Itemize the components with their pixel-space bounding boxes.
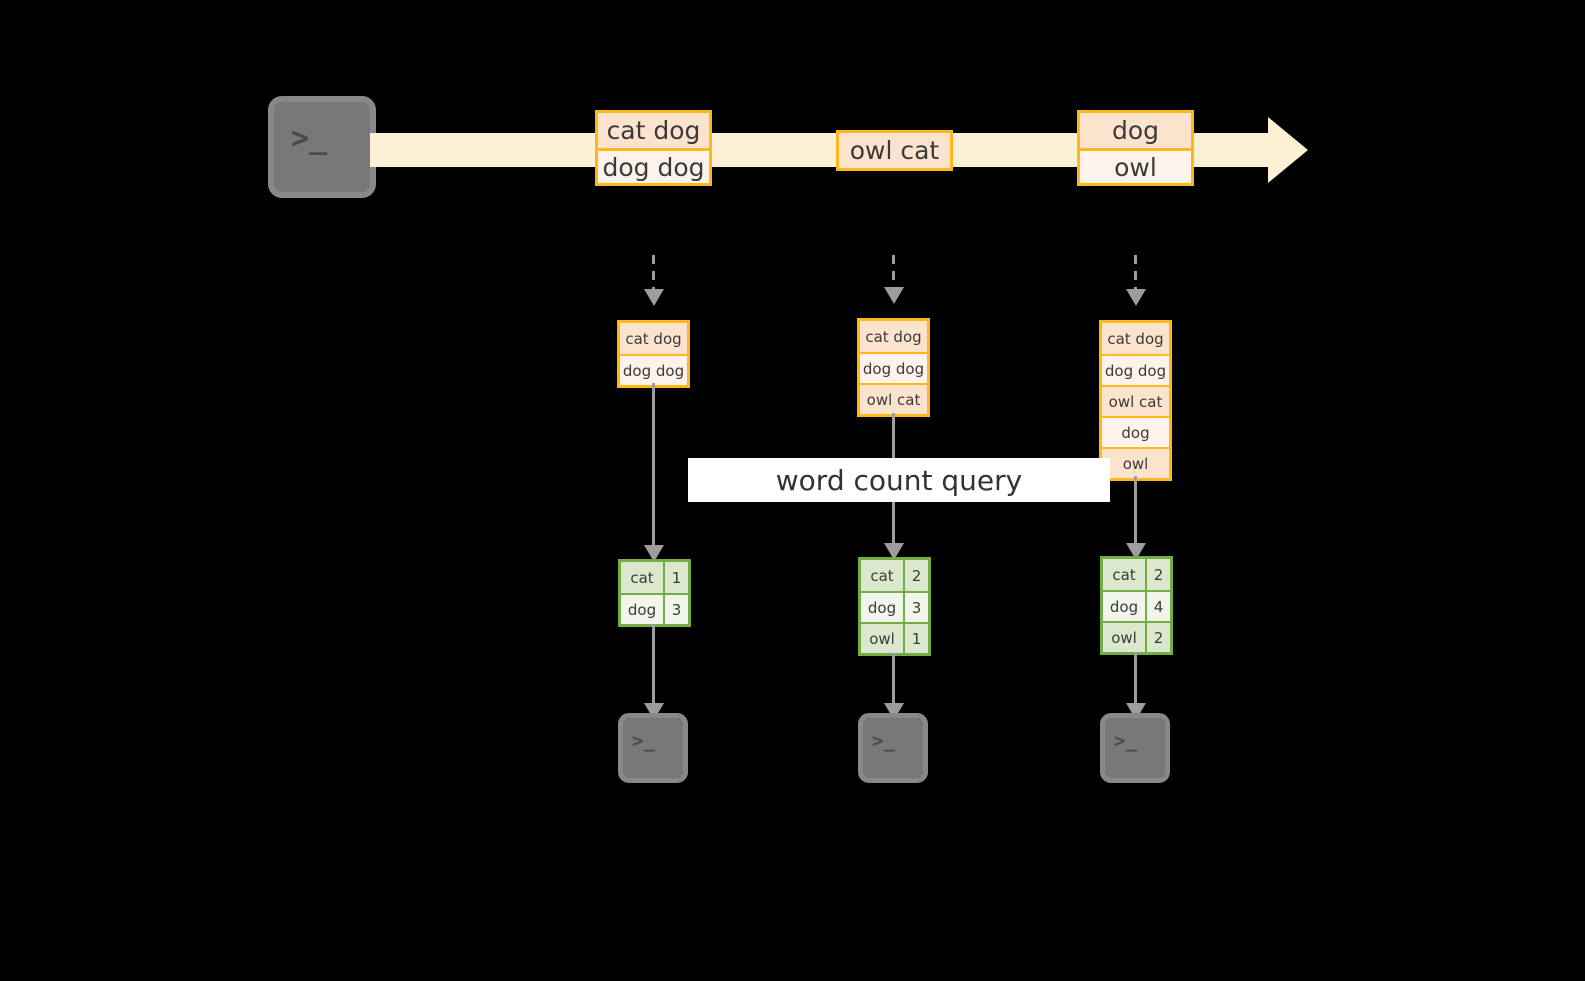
terminal-prompt-label: >_ xyxy=(1114,730,1137,752)
stream-record-line: owl cat xyxy=(839,133,950,168)
stream-to-table-dashed-connector-2 xyxy=(892,255,895,290)
count-row: owl 1 xyxy=(861,622,928,653)
accumulated-row: owl cat xyxy=(1102,385,1169,416)
source-terminal-icon: >_ xyxy=(268,96,376,198)
stream-record-group-3: dog owl xyxy=(1077,110,1194,186)
stream-record-line: dog dog xyxy=(598,148,709,183)
count-row: cat 2 xyxy=(861,560,928,591)
terminal-prompt-label: >_ xyxy=(291,121,328,156)
count-row: owl 2 xyxy=(1103,621,1170,652)
count-row: dog 3 xyxy=(621,593,688,624)
count-table-2: cat 2 dog 3 owl 1 xyxy=(858,557,931,656)
count-word-cell: dog xyxy=(861,593,903,622)
table-to-counts-arrowhead-1 xyxy=(644,545,664,562)
terminal-screen: >_ xyxy=(623,718,683,778)
accumulated-row: owl xyxy=(1102,447,1169,478)
stream-record-line: cat dog xyxy=(598,113,709,148)
input-stream-arrowhead xyxy=(1268,117,1308,183)
count-value-cell: 4 xyxy=(1145,592,1170,621)
terminal-prompt-label: >_ xyxy=(872,730,895,752)
accumulated-row: cat dog xyxy=(1102,323,1169,354)
terminal-screen: >_ xyxy=(1105,718,1165,778)
count-row: cat 1 xyxy=(621,562,688,593)
count-value-cell: 1 xyxy=(663,562,688,593)
stream-record-group-1: cat dog dog dog xyxy=(595,110,712,186)
table-to-counts-connector-1 xyxy=(652,383,655,548)
count-word-cell: cat xyxy=(861,560,903,591)
count-value-cell: 2 xyxy=(1145,623,1170,652)
query-label: word count query xyxy=(688,458,1110,502)
count-word-cell: cat xyxy=(1103,559,1145,590)
accumulated-row: dog dog xyxy=(620,354,687,385)
terminal-screen: >_ xyxy=(863,718,923,778)
count-row: dog 3 xyxy=(861,591,928,622)
count-table-1: cat 1 dog 3 xyxy=(618,559,691,627)
count-value-cell: 3 xyxy=(663,595,688,624)
accumulated-row: dog xyxy=(1102,416,1169,447)
counts-to-sink-connector-3 xyxy=(1134,652,1137,706)
count-table-3: cat 2 dog 4 owl 2 xyxy=(1100,556,1173,655)
sink-terminal-icon-2: >_ xyxy=(858,713,928,783)
stream-record-group-2: owl cat xyxy=(836,130,953,171)
terminal-prompt-label: >_ xyxy=(632,730,655,752)
stream-to-table-arrowhead-2 xyxy=(884,287,904,304)
table-to-counts-connector-3 xyxy=(1134,476,1137,546)
accumulated-table-1: cat dog dog dog xyxy=(617,320,690,388)
table-to-counts-arrowhead-2 xyxy=(884,543,904,560)
accumulated-row: cat dog xyxy=(860,321,927,352)
counts-to-sink-connector-2 xyxy=(892,653,895,706)
accumulated-row: dog dog xyxy=(1102,354,1169,385)
count-value-cell: 1 xyxy=(903,624,928,653)
count-value-cell: 2 xyxy=(1145,559,1170,590)
query-label-text: word count query xyxy=(775,463,1023,497)
count-row: dog 4 xyxy=(1103,590,1170,621)
accumulated-table-3: cat dog dog dog owl cat dog owl xyxy=(1099,320,1172,481)
accumulated-row: cat dog xyxy=(620,323,687,354)
count-word-cell: cat xyxy=(621,562,663,593)
accumulated-row: owl cat xyxy=(860,383,927,414)
terminal-screen: >_ xyxy=(274,102,370,192)
accumulated-row: dog dog xyxy=(860,352,927,383)
count-value-cell: 3 xyxy=(903,593,928,622)
stream-to-table-arrowhead-3 xyxy=(1126,289,1146,306)
accumulated-table-2: cat dog dog dog owl cat xyxy=(857,318,930,417)
count-value-cell: 2 xyxy=(903,560,928,591)
stream-to-table-dashed-connector-1 xyxy=(652,255,655,292)
count-row: cat 2 xyxy=(1103,559,1170,590)
count-word-cell: owl xyxy=(1103,623,1145,652)
stream-to-table-arrowhead-1 xyxy=(644,289,664,306)
count-word-cell: owl xyxy=(861,624,903,653)
count-word-cell: dog xyxy=(621,595,663,624)
counts-to-sink-connector-1 xyxy=(652,624,655,706)
stream-record-line: dog xyxy=(1080,113,1191,148)
count-word-cell: dog xyxy=(1103,592,1145,621)
table-to-counts-arrowhead-3 xyxy=(1126,543,1146,560)
sink-terminal-icon-1: >_ xyxy=(618,713,688,783)
stream-to-table-dashed-connector-3 xyxy=(1134,255,1137,292)
sink-terminal-icon-3: >_ xyxy=(1100,713,1170,783)
stream-record-line: owl xyxy=(1080,148,1191,183)
